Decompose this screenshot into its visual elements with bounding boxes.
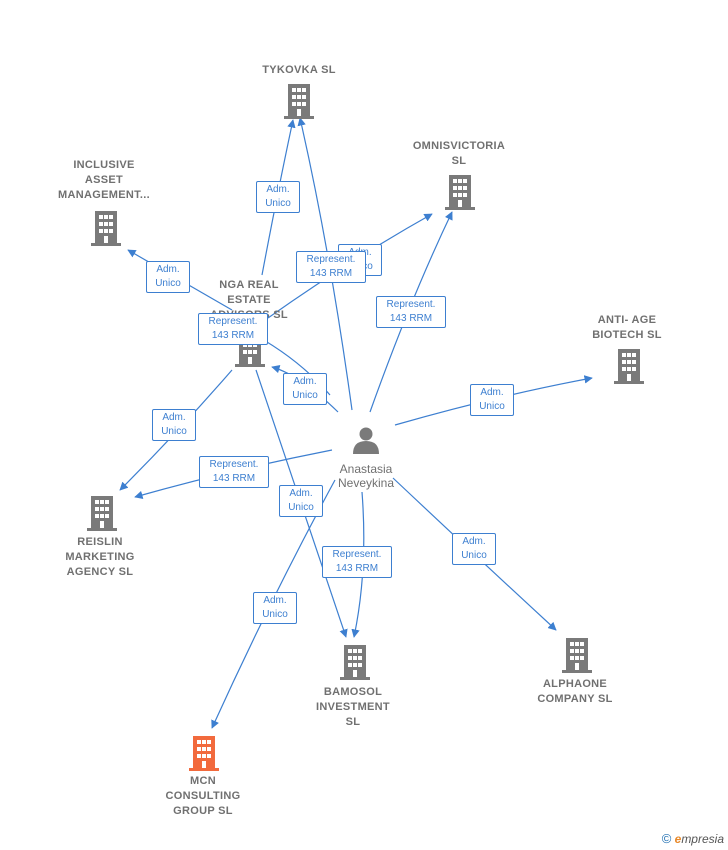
edge-box-rep-reislin: Represent. 143 RRM bbox=[199, 456, 269, 488]
company-label-inclusive[interactable]: INCLUSIVE ASSET MANAGEMENT... bbox=[58, 159, 150, 201]
edge-box-adm-reislin: Adm. Unico bbox=[152, 409, 196, 441]
edge-box-adm-inclusive: Adm. Unico bbox=[146, 261, 190, 293]
copyright-icon: © bbox=[661, 831, 672, 846]
edge-box-rep-nga: Represent. 143 RRM bbox=[198, 313, 268, 345]
edge-box-adm-tykovka: Adm. Unico bbox=[256, 181, 300, 213]
edge-box-rep-bamosol: Represent. 143 RRM bbox=[322, 546, 392, 578]
company-label-mcn[interactable]: MCN CONSULTING GROUP SL bbox=[165, 775, 241, 817]
edge-box-adm-mcn: Adm. Unico bbox=[253, 592, 297, 624]
empresia-brand[interactable]: © empresia bbox=[662, 831, 724, 846]
edge-box-adm-alphaone: Adm. Unico bbox=[452, 533, 496, 565]
building-icon-antiage bbox=[614, 349, 644, 384]
building-icon-tykovka bbox=[284, 84, 314, 119]
edge-box-rep-omnis: Represent. 143 RRM bbox=[376, 296, 446, 328]
building-icon-reislin bbox=[87, 496, 117, 531]
edge-box-adm-antiage: Adm. Unico bbox=[470, 384, 514, 416]
person-icon bbox=[353, 427, 379, 454]
company-label-antiage[interactable]: ANTI- AGE BIOTECH SL bbox=[592, 314, 662, 341]
company-label-bamosol[interactable]: BAMOSOL INVESTMENT SL bbox=[316, 686, 390, 728]
building-icon-inclusive bbox=[91, 211, 121, 246]
building-icon-alphaone bbox=[562, 638, 592, 673]
building-icon-mcn bbox=[189, 736, 219, 771]
edge-box-rep-tykovka: Represent. 143 RRM bbox=[296, 251, 366, 283]
person-label[interactable]: Anastasia Neveykina bbox=[337, 462, 395, 490]
company-label-alphaone[interactable]: ALPHAONE COMPANY SL bbox=[537, 678, 613, 705]
building-icon-omnisvictoria bbox=[445, 175, 475, 210]
company-label-reislin[interactable]: REISLIN MARKETING AGENCY SL bbox=[65, 536, 135, 578]
edge-box-adm-nga: Adm. Unico bbox=[283, 373, 327, 405]
edge-box-adm-bamosol: Adm. Unico bbox=[279, 485, 323, 517]
brand-rest: mpresia bbox=[681, 832, 724, 846]
brand-e: e bbox=[674, 832, 682, 846]
company-label-nga[interactable]: NGA REAL ESTATE ADVISORS SL bbox=[210, 279, 288, 321]
company-label-tykovka[interactable]: TYKOVKA SL bbox=[262, 64, 336, 76]
company-label-omnisvictoria[interactable]: OMNISVICTORIA SL bbox=[412, 140, 506, 167]
building-icon-bamosol bbox=[340, 645, 370, 680]
